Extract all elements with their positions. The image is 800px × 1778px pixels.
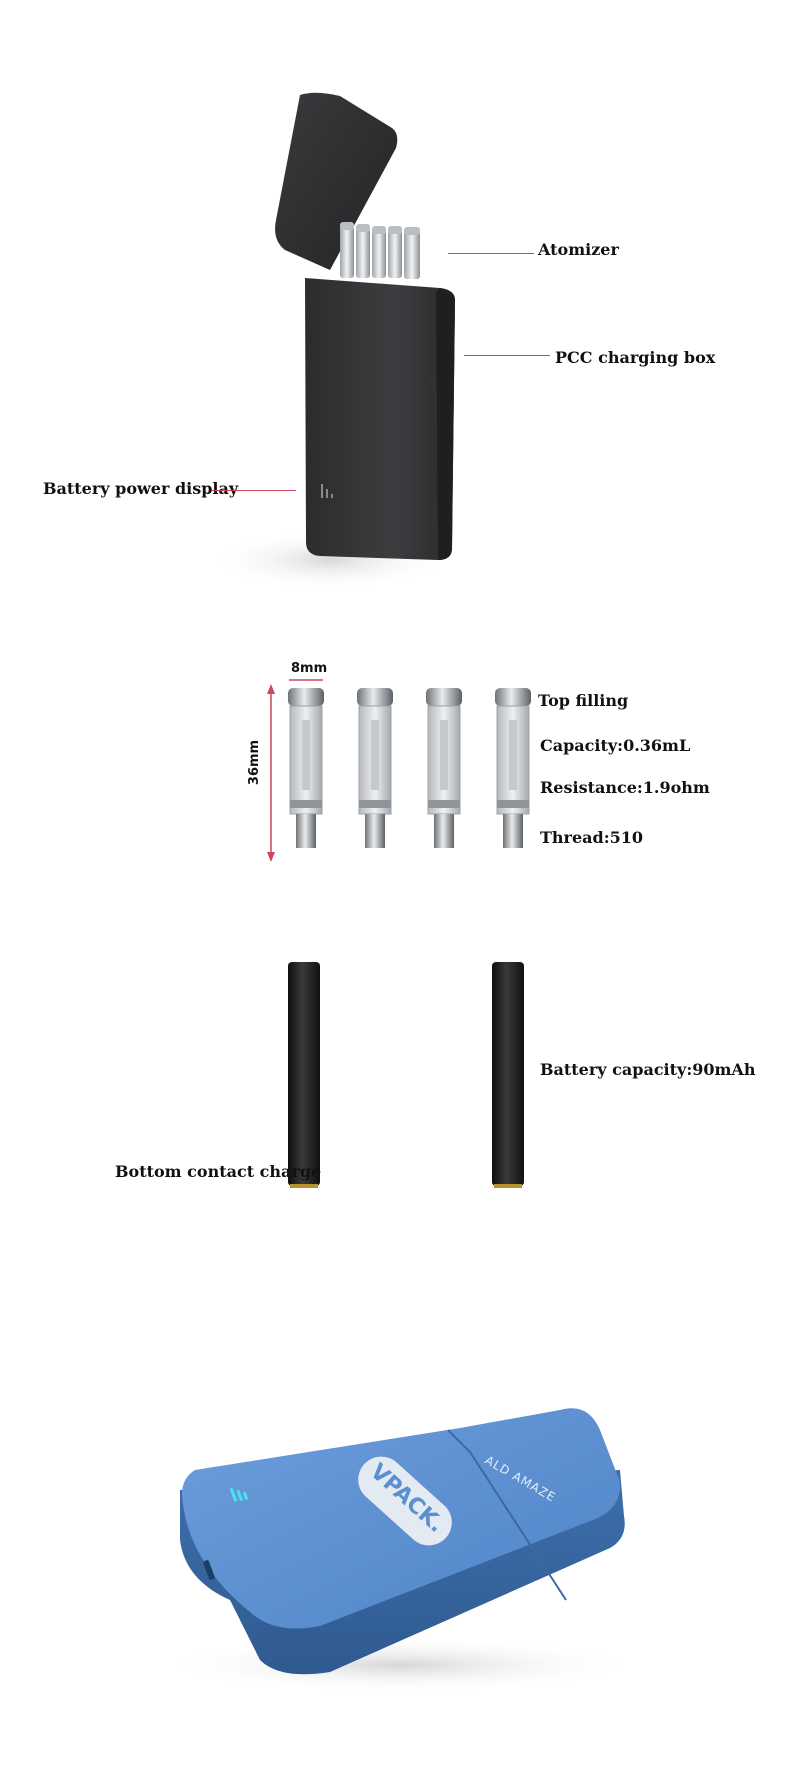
atomizer-label: Atomizer xyxy=(538,240,619,259)
pcc-box-label: PCC charging box xyxy=(555,348,716,367)
pcc-box-leader xyxy=(464,355,550,356)
spec-filling: Top filling xyxy=(538,691,629,710)
battery-display-label: Battery power display xyxy=(43,479,239,498)
charging-box-illustration xyxy=(210,92,455,590)
batteries-illustration xyxy=(288,962,524,1188)
battery-stick-left xyxy=(288,962,320,1188)
atomizers-in-box xyxy=(340,222,420,279)
box-body xyxy=(305,278,455,560)
cartridge-2 xyxy=(357,688,393,848)
atomizer-leader xyxy=(448,253,534,254)
battery-display-leader xyxy=(212,490,296,491)
battery-stick-right xyxy=(492,962,524,1188)
vpack-badge xyxy=(358,1456,452,1546)
spec-resistance: Resistance:1.9ohm xyxy=(540,778,710,797)
spec-capacity: Capacity:0.36mL xyxy=(540,736,691,755)
cartridge-4 xyxy=(495,688,531,848)
cartridge-3 xyxy=(426,688,462,848)
width-dimension-label: 8mm xyxy=(291,661,328,676)
battery-capacity-label: Battery capacity:90mAh xyxy=(540,1060,756,1079)
battery-indicator-icon xyxy=(321,484,333,498)
usb-port xyxy=(203,1560,215,1580)
atomizer-cartridges-illustration xyxy=(267,679,531,862)
spec-thread: Thread:510 xyxy=(540,828,644,847)
box-lid xyxy=(275,92,398,271)
bottom-charge-label: Bottom contact charge xyxy=(115,1162,322,1181)
led-indicator-icon xyxy=(229,1487,249,1502)
cartridge-1 xyxy=(288,688,324,848)
